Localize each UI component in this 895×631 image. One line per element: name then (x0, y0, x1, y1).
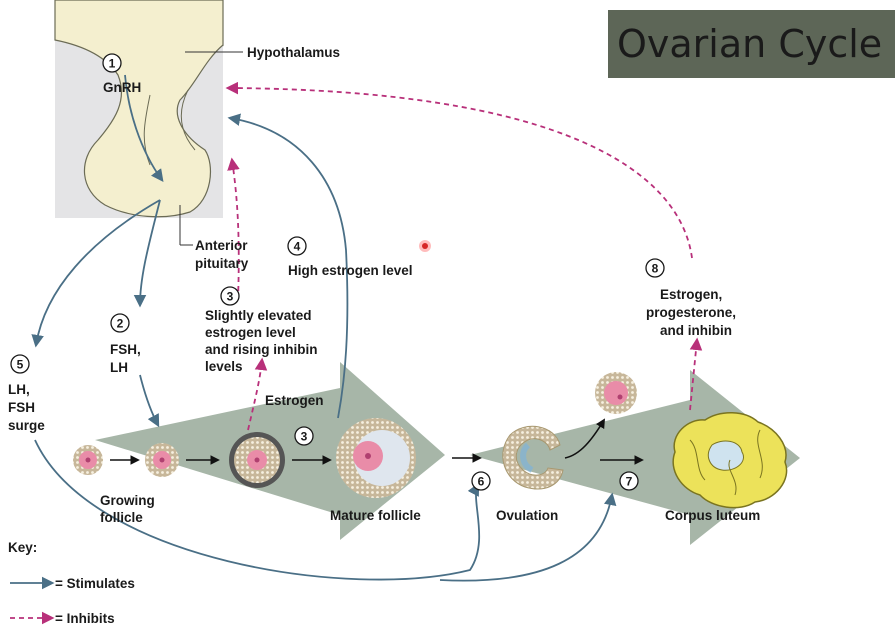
step-3b: 3 (295, 427, 313, 445)
corpus-luteum-label: Corpus luteum (665, 508, 760, 523)
lh-surge-arrow (36, 200, 160, 345)
step-6: 6 (472, 472, 490, 490)
svg-text:1: 1 (109, 57, 116, 71)
title-box: Ovarian Cycle (608, 10, 895, 78)
estrogen-inhibit-arrow-2 (232, 160, 239, 300)
key-legend: Key: = Stimulates = Inhibits (8, 540, 135, 626)
fsh-lh-label-1: FSH, (110, 342, 141, 357)
inhibits-legend-label: = Inhibits (55, 611, 115, 626)
slightly-elevated-label-4: levels (205, 359, 243, 374)
svg-text:7: 7 (626, 475, 633, 489)
mature-follicle-label: Mature follicle (330, 508, 421, 523)
fsh-lh-label-2: LH (110, 360, 128, 375)
anterior-pituitary-label-2: pituitary (195, 256, 249, 271)
lh-surge-label-1: LH, (8, 382, 30, 397)
lh-surge-label-3: surge (8, 418, 45, 433)
lh-surge-label-2: FSH (8, 400, 35, 415)
step-7: 7 (620, 472, 638, 490)
slightly-elevated-label-2: estrogen level (205, 325, 296, 340)
svg-text:8: 8 (652, 262, 659, 276)
slightly-elevated-label-3: and rising inhibin (205, 342, 318, 357)
step-4: 4 (288, 237, 306, 255)
svg-text:3: 3 (301, 430, 308, 444)
anterior-pituitary-label-1: Anterior (195, 238, 248, 253)
ovulation-label: Ovulation (496, 508, 558, 523)
growing-follicle-label-1: Growing (100, 493, 155, 508)
high-estrogen-label: High estrogen level (288, 263, 413, 278)
estrogen-progesterone-label-3: and inhibin (660, 323, 732, 338)
gnrh-label: GnRH (103, 80, 141, 95)
step-8: 8 (646, 259, 664, 277)
estrogen-progesterone-label-2: progesterone, (646, 305, 736, 320)
growing-follicle-label-2: follicle (100, 510, 143, 525)
slightly-elevated-label-1: Slightly elevated (205, 308, 312, 323)
estrogen-progesterone-label-1: Estrogen, (660, 287, 722, 302)
svg-text:3: 3 (227, 290, 234, 304)
hypothalamus-label: Hypothalamus (247, 45, 340, 60)
step-1: 1 (103, 54, 121, 72)
luteal-inhibit-arrow-2 (228, 88, 692, 258)
svg-text:5: 5 (17, 358, 24, 372)
svg-text:4: 4 (294, 240, 301, 254)
step-2: 2 (111, 314, 129, 332)
svg-text:6: 6 (478, 475, 485, 489)
page-title: Ovarian Cycle (617, 22, 882, 66)
fsh-lh-arrow-2 (140, 375, 158, 425)
hypothalamus-pituitary-panel (55, 0, 223, 218)
estrogen-label: Estrogen (265, 393, 324, 408)
stimulates-legend-label: = Stimulates (55, 576, 135, 591)
step-3a: 3 (221, 287, 239, 305)
svg-text:2: 2 (117, 317, 124, 331)
step-5: 5 (11, 355, 29, 373)
key-title: Key: (8, 540, 37, 555)
